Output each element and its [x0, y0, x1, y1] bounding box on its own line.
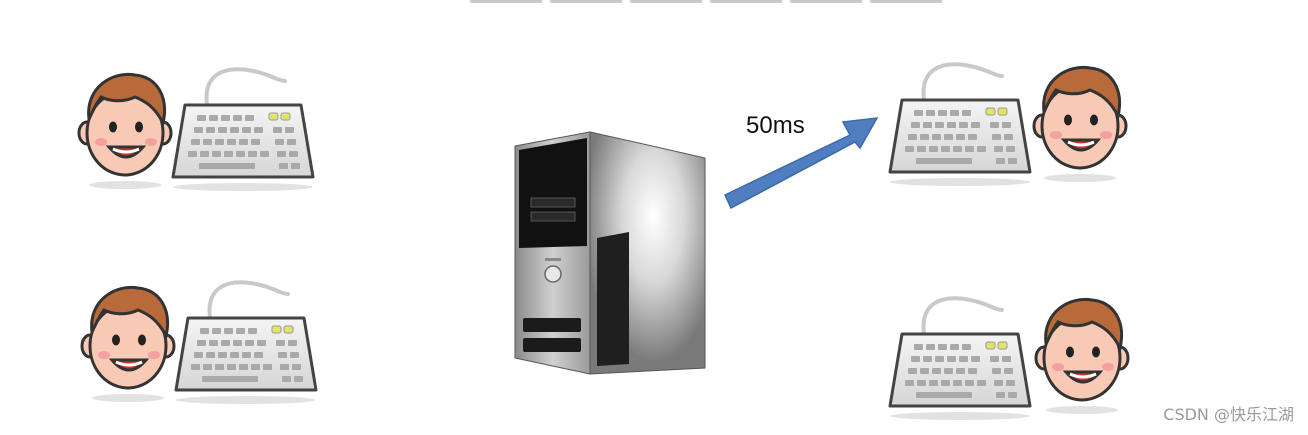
top-tab	[870, 0, 942, 3]
top-tab	[790, 0, 862, 3]
arrow-icon	[724, 117, 879, 210]
client-top-left	[75, 55, 325, 195]
latency-arrow	[715, 100, 885, 220]
top-tab	[470, 0, 542, 3]
client-top-right	[888, 50, 1140, 190]
player-face-icon	[1034, 297, 1130, 416]
player-face-icon	[1032, 65, 1128, 184]
top-tab	[550, 0, 622, 3]
keyboard-icon	[174, 280, 318, 406]
top-tab-strip	[470, 0, 942, 3]
player-face-icon	[77, 72, 173, 191]
keyboard-icon	[888, 296, 1032, 422]
keyboard-icon	[888, 62, 1032, 188]
client-bottom-left	[78, 268, 328, 408]
top-tab	[630, 0, 702, 3]
server-tower-icon	[505, 128, 715, 378]
keyboard-icon	[171, 67, 315, 193]
player-face-icon	[80, 285, 176, 404]
client-bottom-right	[888, 282, 1140, 422]
top-tab	[710, 0, 782, 3]
latency-label: 50ms	[746, 112, 805, 139]
watermark: CSDN @快乐江湖	[1163, 405, 1294, 424]
